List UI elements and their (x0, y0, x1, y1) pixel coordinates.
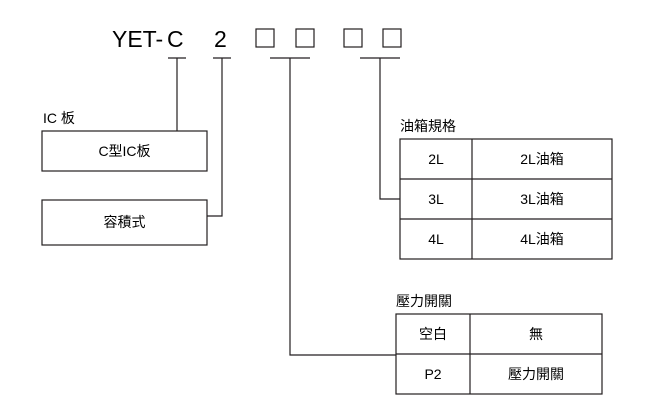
pressure-switch-title: 壓力開關 (396, 293, 452, 309)
bracket-pressure (270, 57, 396, 356)
bracket-tank (360, 57, 400, 200)
pressure-row-code: 空白 (419, 326, 447, 342)
pressure-row-code: P2 (424, 366, 441, 382)
tank-spec-title: 油箱規格 (400, 118, 456, 134)
tank-row-desc: 2L油箱 (520, 151, 564, 167)
code-box-2 (295, 28, 315, 48)
ic-board-value: C型IC板 (98, 143, 150, 159)
model-part-2: 2 (214, 26, 227, 52)
tank-row-code: 3L (428, 191, 444, 207)
volume-type-value: 容積式 (104, 214, 146, 230)
model-part-c: C (167, 26, 184, 52)
bracket-2 (207, 57, 231, 217)
tank-spec-table (399, 138, 613, 260)
volume-type-box (41, 199, 208, 246)
model-prefix: YET- (112, 26, 163, 52)
ic-board-title: IC 板 (43, 110, 75, 126)
tank-row-code: 4L (428, 231, 444, 247)
ic-board-box (41, 130, 208, 172)
code-box-1 (255, 28, 275, 48)
tank-row-code: 2L (428, 151, 444, 167)
pressure-row-desc: 壓力開關 (508, 366, 564, 382)
tank-row-desc: 4L油箱 (520, 231, 564, 247)
code-box-4 (382, 28, 402, 48)
tank-row-desc: 3L油箱 (520, 191, 564, 207)
code-box-3 (343, 28, 363, 48)
bracket-c (168, 57, 186, 131)
pressure-row-desc: 無 (529, 326, 543, 342)
